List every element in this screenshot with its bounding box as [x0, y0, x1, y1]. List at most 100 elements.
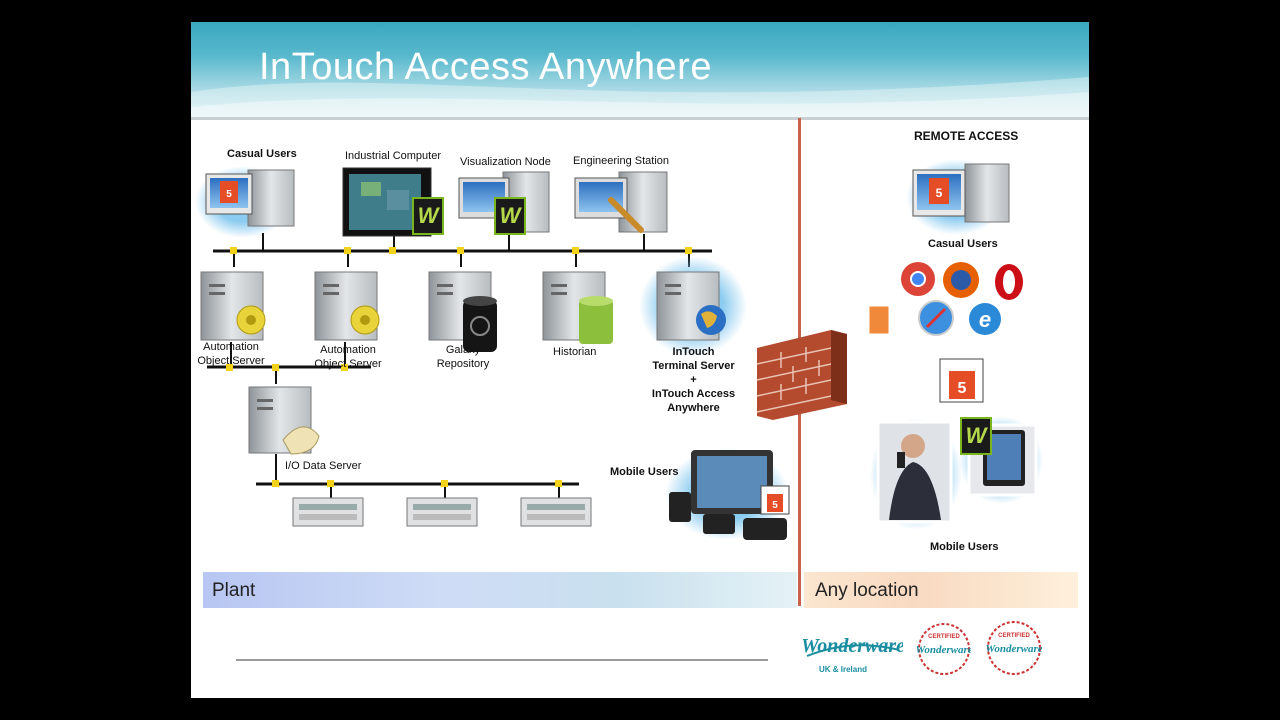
html-file-icon: [868, 305, 890, 335]
industrial-computer-label: Industrial Computer: [345, 150, 441, 162]
footer-rule: [236, 659, 768, 661]
io-data-server-label: I/O Data Server: [285, 460, 362, 472]
html5-icon: [220, 181, 238, 203]
automation-object-server-2-icon: [314, 271, 380, 341]
wonderware-logo-graphic: Wonderware UK & Ireland: [801, 635, 905, 674]
wonderware-uk-ireland-logo: Wonderware UK & Ireland: [801, 626, 905, 678]
plc-rack-3-icon: [520, 497, 592, 527]
remote-access-heading: REMOTE ACCESS: [914, 129, 1019, 143]
svg-text:UK & Ireland: UK & Ireland: [819, 665, 867, 674]
label-line: Terminal Server: [652, 360, 735, 372]
wonderware-w-icon: [960, 417, 992, 455]
historian-label: Historian: [553, 346, 597, 358]
terminal-server-icon: [639, 256, 747, 356]
galaxy-repository-label: Galaxy Repository: [431, 343, 495, 371]
firewall-brick-wall-icon: [756, 330, 847, 420]
automation-object-server-2-label: Automation Object Server: [313, 343, 383, 371]
bus-node: [226, 364, 233, 371]
svg-text:W: W: [966, 423, 989, 448]
label-line: Automation: [203, 341, 259, 353]
bus-node: [685, 247, 692, 254]
database-icon: [463, 300, 497, 352]
label-line: Object Server: [314, 358, 382, 370]
plc-rack-2-icon: [406, 497, 478, 527]
any-location-zone-label: Any location: [815, 580, 919, 601]
bus-node: [441, 480, 448, 487]
bus-node: [457, 247, 464, 254]
casual-users-label: Casual Users: [227, 148, 297, 160]
industrial-computer-icon: W: [342, 167, 444, 237]
slide-title: InTouch Access Anywhere: [259, 46, 712, 88]
plant-mobile-users-label: Mobile Users: [610, 466, 679, 478]
html5-icon: [929, 178, 949, 204]
label-line: InTouch Access: [651, 388, 736, 400]
visualization-node-label: Visualization Node: [460, 156, 551, 168]
bus-node: [327, 480, 334, 487]
svg-text:Wonderware: Wonderware: [917, 644, 971, 656]
svg-text:5: 5: [958, 380, 967, 397]
certified-badge-2: CERTIFIED Wonderware: [985, 620, 1043, 676]
automation-bus: [207, 342, 371, 384]
certified-badge-2-graphic: CERTIFIED Wonderware: [985, 621, 1043, 675]
remote-casual-users-label: Casual Users: [928, 238, 998, 250]
label-line: Galaxy: [445, 344, 481, 356]
svg-text:5: 5: [936, 186, 943, 200]
terminal-server-label: InTouch Terminal Server + InTouch Access…: [646, 345, 741, 415]
remote-mobile-users-label: Mobile Users: [930, 541, 999, 553]
label-line: Automation: [320, 344, 376, 356]
any-location-zone-bar: Any location: [804, 572, 1078, 608]
bus-nodes: [230, 247, 692, 254]
svg-text:5: 5: [772, 500, 778, 511]
wonderware-w-icon: [494, 197, 526, 235]
svg-text:Wonderware: Wonderware: [803, 635, 903, 657]
casual-users-workstation-icon: 5: [195, 166, 295, 238]
svg-text:CERTIFIED: CERTIFIED: [928, 634, 960, 640]
engineering-station-label: Engineering Station: [573, 155, 670, 167]
engineering-station-icon: [574, 171, 668, 233]
connector-icon: [282, 426, 320, 455]
remote-html5-badge-icon: 5: [939, 358, 984, 403]
remote-casual-users-workstation-icon: 5: [906, 159, 1010, 235]
label-line: Object Server: [197, 355, 265, 367]
svg-text:5: 5: [226, 189, 232, 200]
svg-text:Wonderware: Wonderware: [986, 643, 1042, 655]
slide-header: InTouch Access Anywhere: [191, 22, 1089, 117]
bus-node: [272, 480, 279, 487]
wrench-icon: [608, 197, 644, 233]
bus-node: [341, 364, 348, 371]
certified-badge-1-graphic: CERTIFIED Wonderware: [915, 623, 973, 675]
plant-zone-label: Plant: [212, 580, 256, 601]
remote-mobile-user-photo-icon: [870, 418, 962, 530]
header-rule: [191, 117, 1089, 120]
network-diagram: 5 W W: [195, 159, 1043, 540]
bus-node: [389, 247, 396, 254]
svg-text:e: e: [979, 307, 991, 332]
wonderware-w-icon: [412, 197, 444, 235]
automation-object-server-1-icon: [200, 271, 266, 341]
svg-text:W: W: [418, 203, 441, 228]
io-bus: [256, 454, 579, 498]
browser-icons: e: [868, 262, 1023, 336]
bus-node: [344, 247, 351, 254]
galaxy-repository-icon: [428, 271, 497, 352]
remote-tablet-photo-icon: W: [959, 416, 1043, 504]
plant-zone-bar: Plant: [203, 572, 797, 608]
bus-node: [555, 480, 562, 487]
svg-text:CERTIFIED: CERTIFIED: [998, 633, 1030, 639]
certified-badge-1: CERTIFIED Wonderware: [915, 622, 973, 676]
plc-rack-1-icon: [292, 497, 364, 527]
database-icon: [579, 300, 613, 344]
label-line: Repository: [436, 358, 490, 370]
label-line: InTouch: [672, 346, 715, 358]
label-line: +: [690, 374, 697, 386]
header-wave-graphic: [191, 77, 1089, 117]
slide: InTouch Access Anywhere: [191, 22, 1089, 698]
historian-icon: [542, 271, 613, 344]
bus-node: [272, 364, 279, 371]
svg-text:W: W: [500, 203, 523, 228]
automation-object-server-1-label: Automation Object Server: [196, 340, 266, 368]
mobile-users-devices-icon: 5: [665, 448, 790, 540]
bus-node: [230, 247, 237, 254]
bus-node: [572, 247, 579, 254]
internet-explorer-icon: [969, 303, 1001, 335]
